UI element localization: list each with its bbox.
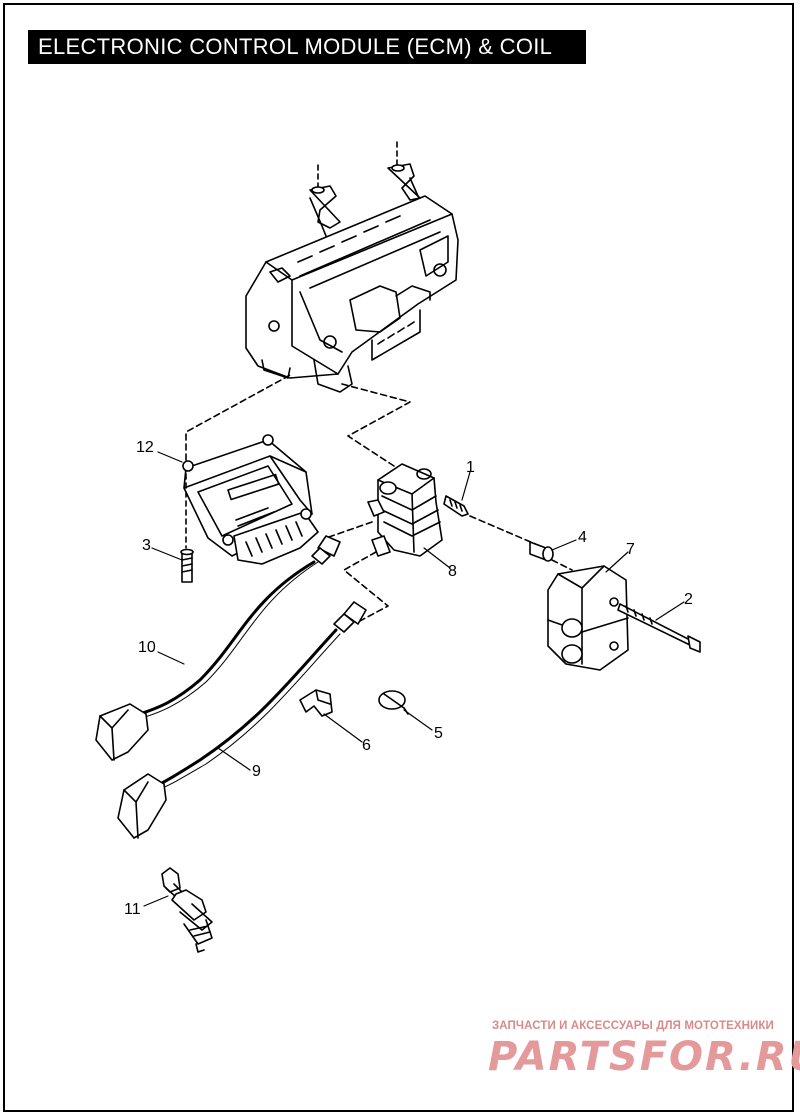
leader-lines — [143, 451, 685, 907]
spark-plug — [161, 867, 213, 953]
callout-7: 7 — [626, 541, 635, 558]
callout-2: 2 — [684, 591, 693, 608]
wire-clip — [299, 689, 333, 717]
callout-9: 9 — [252, 763, 261, 780]
callout-5: 5 — [434, 725, 443, 742]
coil-bracket — [547, 565, 629, 671]
bushing — [529, 541, 573, 571]
long-bolt — [617, 603, 701, 653]
page-frame — [3, 3, 794, 1112]
coil-mounting-screw — [443, 495, 541, 547]
callout-1: 1 — [466, 459, 475, 476]
ecm-screw — [180, 473, 194, 583]
ecm-bracket — [245, 141, 459, 393]
spark-plug-wire-long — [95, 535, 341, 761]
spark-plug-wire-short — [117, 601, 367, 839]
page-title: ELECTRONIC CONTROL MODULE (ECM) & COIL — [38, 34, 553, 59]
callout-3: 3 — [142, 537, 151, 554]
ignition-coil — [367, 463, 443, 557]
callout-8: 8 — [448, 563, 457, 580]
ecm-module — [182, 434, 319, 565]
watermark-tagline: ЗАПЧАСТИ И АКСЕССУАРЫ ДЛЯ МОТОТЕХНИКИ — [492, 1020, 774, 1032]
title-bar: ELECTRONIC CONTROL MODULE (ECM) & COIL — [28, 30, 586, 64]
watermark-logo: PARTSFOR.RU — [488, 1034, 800, 1080]
callout-6: 6 — [362, 737, 371, 754]
callout-10: 10 — [138, 639, 156, 656]
callout-4: 4 — [578, 529, 587, 546]
cable-strap — [378, 690, 409, 715]
callout-11: 11 — [124, 901, 141, 918]
callout-12: 12 — [136, 439, 154, 456]
callout-labels: 1 2 3 4 5 6 7 8 9 10 11 12 — [124, 439, 693, 918]
